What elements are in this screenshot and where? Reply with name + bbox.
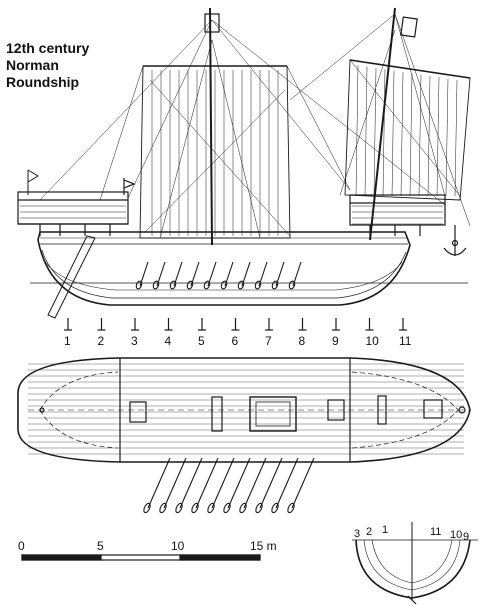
section-number: 2 <box>366 526 372 538</box>
scale-bar <box>21 554 261 561</box>
oar <box>211 457 235 509</box>
station-marker: 7 <box>265 318 273 348</box>
title-line-3: Roundship <box>6 74 80 90</box>
station-marker: 10 <box>365 318 380 348</box>
cargo-hatch <box>249 396 297 432</box>
station-number: 7 <box>265 334 272 348</box>
title-line-2: Norman <box>6 57 59 73</box>
scale-label-15m: 15 m <box>250 539 277 553</box>
aftercastle <box>349 194 446 236</box>
oar <box>147 457 171 509</box>
oar <box>243 457 267 509</box>
oar <box>163 457 187 509</box>
station-marker: 11 <box>399 318 412 348</box>
station-number: 1 <box>64 334 71 348</box>
scale-label-10: 10 <box>171 539 185 553</box>
anchor-icon <box>443 225 467 256</box>
title-line-1: 12th century <box>6 40 90 56</box>
oar <box>195 457 219 509</box>
station-number: 8 <box>299 334 306 348</box>
station-marker: 5 <box>198 318 206 348</box>
station-number: 5 <box>198 334 205 348</box>
station-number: 9 <box>332 334 339 348</box>
station-number: 6 <box>232 334 239 348</box>
oar <box>179 457 203 509</box>
hull-outline <box>37 231 411 306</box>
station-marker: 3 <box>131 318 139 348</box>
station-number: 2 <box>98 334 105 348</box>
section-number: 1 <box>382 524 388 536</box>
deck-plan <box>17 357 471 514</box>
oar <box>275 457 299 509</box>
station-number: 4 <box>165 334 172 348</box>
station-number: 3 <box>131 334 138 348</box>
hull-section <box>352 522 478 605</box>
side-elevation <box>17 7 471 319</box>
station-number: 11 <box>399 334 412 348</box>
scale-label-0: 0 <box>18 539 25 553</box>
section-number: 3 <box>354 528 360 540</box>
station-marker: 1 <box>64 318 72 348</box>
station-markers: 1 2 3 4 5 6 7 8 9 10 11 <box>64 318 412 348</box>
oar <box>291 457 315 509</box>
oar <box>227 457 251 509</box>
fore-sail <box>344 59 471 201</box>
station-marker: 4 <box>164 318 173 348</box>
section-number: 11 <box>430 526 441 538</box>
oar <box>259 457 283 509</box>
station-number: 10 <box>366 334 380 348</box>
station-marker: 2 <box>97 318 106 348</box>
scale-label-5: 5 <box>97 539 104 553</box>
station-marker: 8 <box>298 318 307 348</box>
forecastle <box>17 169 136 236</box>
main-mast <box>139 7 291 246</box>
station-marker: 6 <box>231 318 240 348</box>
station-marker: 9 <box>332 318 340 348</box>
rudder <box>47 235 96 319</box>
section-number: 9 <box>463 531 469 543</box>
section-number: 10 <box>450 529 462 541</box>
